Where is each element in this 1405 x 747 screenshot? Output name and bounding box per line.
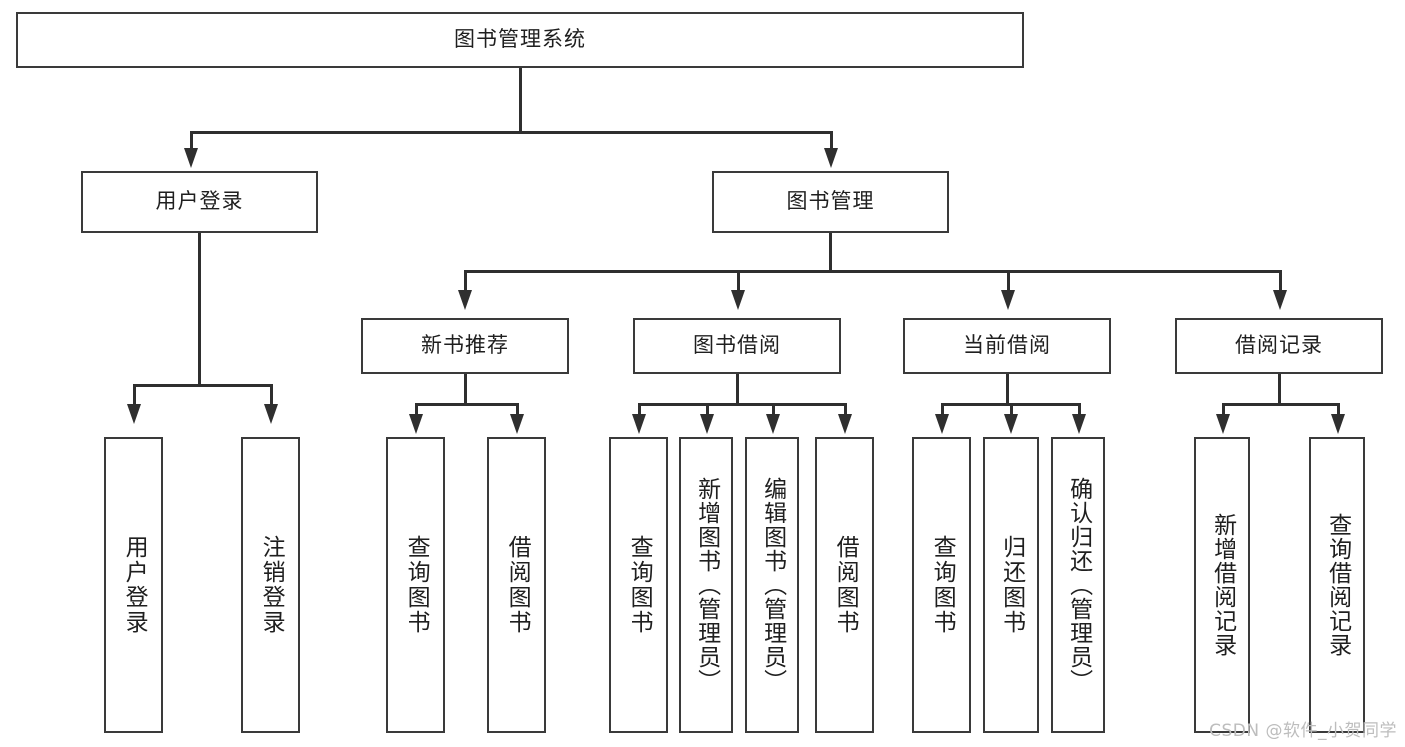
edge-user-login-child-1 [270,384,273,406]
edge-borrow-records-stem [1278,374,1281,405]
edge-user-login-child-0 [133,384,136,406]
arrow-cb-child-2 [1072,414,1086,434]
node-label: 查询图书 [403,535,430,635]
edge-to-new-book-recommend [464,270,467,292]
arrow-bb-child-2 [766,414,780,434]
arrow-bb-child-3 [838,414,852,434]
node-label: 借阅图书 [832,535,859,635]
arrow-to-user-login [184,148,198,168]
node-label: 用户登录 [121,535,148,635]
node-label: 新增图书（管理员） [693,477,720,693]
leaf-nbr-borrow-book[interactable]: 借阅图书 [487,437,546,733]
edge-user-login-bus [133,384,272,387]
edge-nbr-child-1 [516,403,519,417]
edge-br-child-0 [1222,403,1225,417]
arrow-bb-child-1 [700,414,714,434]
edge-root-stem [519,68,522,133]
arrow-cb-child-1 [1004,414,1018,434]
edge-user-login-stem [198,233,201,386]
node-label: 用户登录 [155,189,244,214]
node-label: 图书借阅 [693,333,781,358]
edge-cb-child-0 [941,403,944,417]
leaf-br-add-record[interactable]: 新增借阅记录 [1194,437,1250,733]
leaf-bb-add-book-admin[interactable]: 新增图书（管理员） [679,437,733,733]
node-label: 借阅图书 [504,535,531,635]
leaf-bb-edit-book-admin[interactable]: 编辑图书（管理员） [745,437,799,733]
node-label: 确认归还（管理员） [1065,477,1092,693]
node-current-borrow[interactable]: 当前借阅 [903,318,1111,374]
csdn-watermark: CSDN @软件_小贺同学 [1209,721,1397,741]
arrow-nbr-child-1 [510,414,524,434]
node-label: 新书推荐 [421,333,509,358]
edge-to-user-login [190,131,193,151]
edge-new-book-recommend-stem [464,374,467,405]
leaf-cb-confirm-return-admin[interactable]: 确认归还（管理员） [1051,437,1105,733]
node-label: 新增借阅记录 [1209,513,1236,657]
node-label: 注销登录 [258,535,285,635]
arrow-cb-child-0 [935,414,949,434]
node-borrow-records[interactable]: 借阅记录 [1175,318,1383,374]
leaf-bb-query-book[interactable]: 查询图书 [609,437,668,733]
node-label: 图书管理系统 [454,27,586,52]
node-label: 查询图书 [929,535,956,635]
node-new-book-recommend[interactable]: 新书推荐 [361,318,569,374]
edge-cb-child-1 [1010,403,1013,417]
edge-new-book-recommend-bus [415,403,518,406]
node-label: 查询图书 [626,535,653,635]
arrow-br-child-0 [1216,414,1230,434]
edge-to-borrow-records [1279,270,1282,292]
arrow-bb-child-0 [632,414,646,434]
edge-level2-bus [190,131,832,134]
node-book-borrow[interactable]: 图书借阅 [633,318,841,374]
leaf-nbr-query-book[interactable]: 查询图书 [386,437,445,733]
arrow-to-book-management [824,148,838,168]
node-label: 查询借阅记录 [1324,513,1351,657]
edge-to-current-borrow [1007,270,1010,292]
edge-book-management-stem [829,233,832,272]
arrow-user-login-child-1 [264,404,278,424]
node-label: 借阅记录 [1235,333,1323,358]
node-user-login[interactable]: 用户登录 [81,171,318,233]
node-label: 当前借阅 [963,333,1051,358]
edge-to-book-management [830,131,833,151]
edge-book-borrow-bus [638,403,846,406]
node-label: 编辑图书（管理员） [759,477,786,693]
edge-nbr-child-0 [415,403,418,417]
leaf-user-login[interactable]: 用户登录 [104,437,163,733]
edge-current-borrow-stem [1006,374,1009,405]
arrow-user-login-child-0 [127,404,141,424]
leaf-user-logout[interactable]: 注销登录 [241,437,300,733]
arrow-to-borrow-records [1273,290,1287,310]
edge-br-child-1 [1337,403,1340,417]
node-label: 归还图书 [998,535,1025,635]
leaf-bb-borrow-book[interactable]: 借阅图书 [815,437,874,733]
node-book-management[interactable]: 图书管理 [712,171,949,233]
leaf-br-query-record[interactable]: 查询借阅记录 [1309,437,1365,733]
edge-to-book-borrow [737,270,740,292]
edge-level3-bus [464,270,1282,273]
edge-bb-child-1 [706,403,709,417]
edge-book-borrow-stem [736,374,739,405]
arrow-to-book-borrow [731,290,745,310]
node-root-book-management-system[interactable]: 图书管理系统 [16,12,1024,68]
arrow-to-new-book-recommend [458,290,472,310]
node-label: 图书管理 [786,189,875,214]
edge-bb-child-3 [844,403,847,417]
edge-bb-child-2 [772,403,775,417]
leaf-cb-return-book[interactable]: 归还图书 [983,437,1039,733]
arrow-to-current-borrow [1001,290,1015,310]
leaf-cb-query-book[interactable]: 查询图书 [912,437,971,733]
edge-bb-child-0 [638,403,641,417]
edge-cb-child-2 [1078,403,1081,417]
arrow-br-child-1 [1331,414,1345,434]
arrow-nbr-child-0 [409,414,423,434]
edge-borrow-records-bus [1222,403,1339,406]
